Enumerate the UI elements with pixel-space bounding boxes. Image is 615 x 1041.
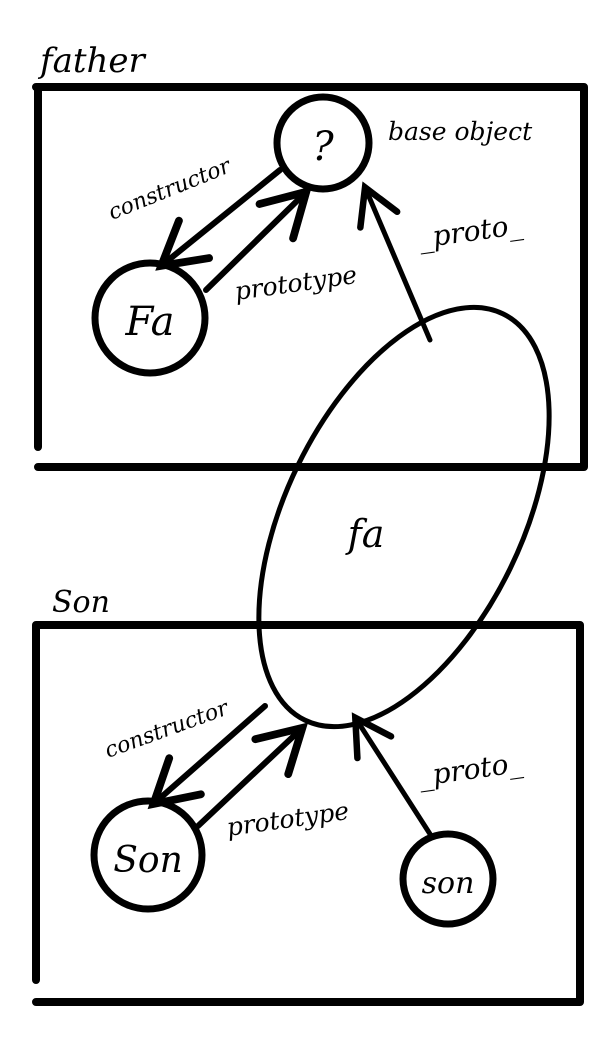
fa-instance-label: fa bbox=[345, 512, 385, 556]
father-group-title: father bbox=[37, 41, 147, 81]
base-object-circle bbox=[273, 93, 373, 193]
son-group-title: Son bbox=[52, 585, 110, 620]
son-instance-label: son bbox=[422, 866, 475, 901]
son-prototype-arrow bbox=[195, 722, 309, 829]
father-group-box bbox=[32, 83, 588, 471]
fa-instance-ellipse bbox=[256, 304, 552, 730]
father-constructor-label: constructor bbox=[105, 153, 236, 225]
father-prototype-arrow bbox=[203, 186, 312, 293]
son-constructor-arrow bbox=[147, 703, 268, 810]
base-object-symbol: ? bbox=[312, 124, 334, 170]
father-prototype-label: prototype bbox=[233, 260, 359, 306]
base-object-label: base object bbox=[388, 117, 533, 146]
father-constructor-arrow bbox=[155, 167, 283, 271]
son-function-label: Son bbox=[113, 840, 183, 881]
son-instance-circle bbox=[399, 830, 497, 928]
fa-function-label: Fa bbox=[125, 299, 175, 345]
father-proto-arrow bbox=[357, 181, 433, 343]
son-proto-label: _proto_ bbox=[416, 746, 524, 793]
son-group-box bbox=[32, 621, 584, 1006]
fa-function-circle bbox=[91, 259, 209, 377]
son-prototype-label: prototype bbox=[225, 796, 351, 842]
son-proto-arrow bbox=[351, 712, 433, 837]
father-proto-label: _proto_ bbox=[416, 208, 524, 255]
